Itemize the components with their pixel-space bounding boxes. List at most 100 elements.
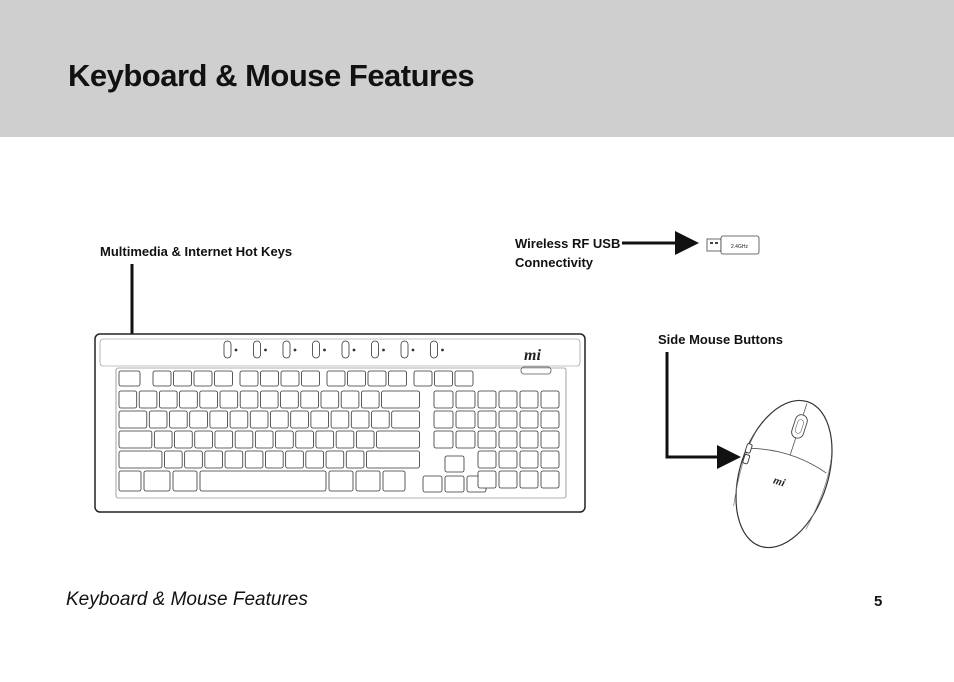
hotkey-button — [253, 340, 261, 359]
keyboard-key — [118, 370, 141, 387]
keyboard-key — [434, 370, 453, 387]
keyboard-key — [295, 430, 314, 449]
keyboard-key — [360, 390, 380, 409]
hotkey-glyph — [323, 348, 326, 352]
keyboard-key — [382, 470, 406, 492]
hotkey-button — [282, 340, 291, 359]
arrow-key — [422, 475, 443, 493]
keyboard-key — [371, 410, 390, 429]
keyboard-key — [174, 430, 193, 449]
keyboard-key — [345, 450, 365, 469]
keyboard-illustration: mi — [94, 333, 586, 513]
usb-dongle-illustration: 2.4GHz — [706, 235, 760, 255]
keyboard-key — [209, 410, 228, 429]
numpad-key — [477, 430, 497, 449]
numpad-key — [540, 450, 560, 469]
keyboard-key — [391, 410, 420, 429]
keyboard-key — [347, 370, 366, 387]
page-number: 5 — [874, 593, 883, 610]
windows-key-icon — [143, 470, 171, 492]
keyboard-key — [244, 450, 264, 469]
keyboard-key — [169, 410, 188, 429]
numpad-key — [519, 470, 539, 489]
keyboard-key — [315, 430, 335, 449]
hotkey-button — [400, 340, 409, 359]
hotkey-glyph — [264, 348, 267, 352]
keyboard-key — [152, 370, 172, 387]
keyboard-key — [219, 390, 239, 409]
numpad-key — [477, 450, 497, 469]
keyboard-key — [189, 410, 208, 429]
keyboard-key — [148, 410, 168, 429]
keyboard-key — [184, 450, 203, 469]
keyboard-key — [381, 390, 420, 409]
numpad-key — [477, 470, 497, 489]
mouse-mi-logo: mi — [772, 474, 788, 489]
hotkey-glyph — [293, 348, 297, 352]
keyboard-key — [328, 470, 354, 492]
keyboard-key — [234, 430, 254, 449]
keyboard-key — [164, 450, 183, 469]
numpad-key — [540, 470, 560, 489]
numpad-key — [498, 450, 518, 469]
callout-hotkeys-label: Multimedia & Internet Hot Keys — [100, 244, 293, 259]
callout-wireless-line2: Connectivity — [515, 255, 594, 270]
keyboard-key — [214, 370, 233, 387]
keyboard-key — [193, 370, 213, 387]
keyboard-key — [118, 450, 163, 469]
mouse-illustration: mi — [733, 399, 833, 549]
keyboard-key — [330, 410, 350, 429]
keyboard-key — [229, 410, 249, 429]
hotkey-button — [341, 340, 350, 359]
keyboard-key — [224, 450, 244, 469]
keyboard-key — [138, 390, 158, 409]
callout-side-buttons-label: Side Mouse Buttons — [658, 332, 783, 347]
numpad-key — [519, 450, 539, 469]
keyboard-key — [433, 430, 454, 449]
hotkey-button — [430, 340, 438, 359]
keyboard-key — [340, 390, 360, 409]
numpad-key — [519, 410, 539, 429]
keyboard-key — [179, 390, 198, 409]
keyboard-key — [265, 450, 284, 469]
keyboard-key — [118, 470, 142, 492]
keyboard-key — [239, 390, 259, 409]
keyboard-key — [204, 450, 223, 469]
hotkey-button — [223, 340, 232, 359]
numpad-key — [540, 390, 560, 409]
keyboard-key — [455, 410, 476, 429]
keyboard-key — [388, 370, 407, 387]
keyboard-key — [275, 430, 294, 449]
keyboard-key — [413, 370, 433, 387]
keyboard-key — [239, 370, 259, 387]
spacebar-key — [199, 470, 327, 492]
keyboard-key — [355, 430, 375, 449]
callout-wireless-line1: Wireless RF USB — [515, 236, 621, 251]
header-band — [0, 0, 954, 137]
keyboard-key — [173, 370, 192, 387]
page-title: Keyboard & Mouse Features — [68, 58, 475, 93]
keyboard-key — [153, 430, 173, 449]
numpad-key — [498, 430, 518, 449]
callout-arrow-side-buttons — [665, 352, 741, 469]
hotkey-glyph — [352, 348, 356, 352]
keyboard-key — [305, 450, 324, 469]
keyboard-key — [366, 450, 420, 469]
hotkey-button — [312, 340, 320, 359]
numpad-key — [477, 390, 497, 409]
numpad-key — [519, 390, 539, 409]
keyboard-key — [455, 390, 476, 409]
keyboard-key — [118, 410, 148, 429]
hotkey-button — [371, 340, 379, 359]
hotkey-row — [223, 340, 444, 359]
keyboard-key — [335, 430, 355, 449]
keyboard-key — [320, 390, 340, 409]
footer-title: Keyboard & Mouse Features — [66, 589, 308, 610]
usb-dongle-label: 2.4GHz — [731, 244, 748, 250]
keyboard-key — [301, 370, 320, 387]
arrow-key — [444, 475, 465, 493]
keyboard-key — [214, 430, 234, 449]
keyboard-key — [325, 450, 345, 469]
keyboard-key — [285, 450, 304, 469]
